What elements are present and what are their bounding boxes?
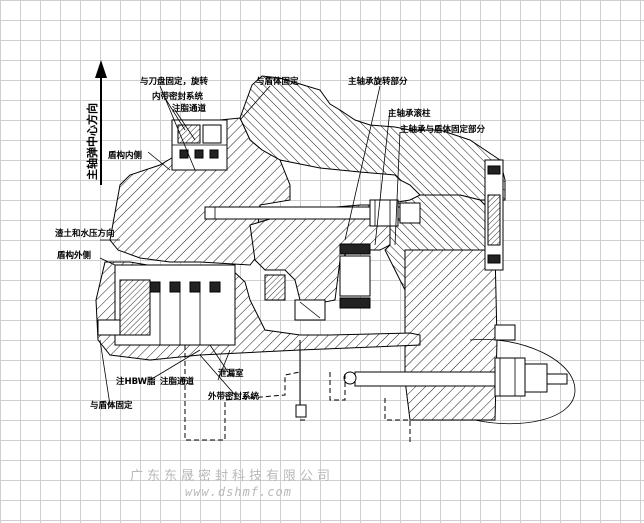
label-grease-inject: 注脂通道 (172, 103, 207, 114)
label-tool-magazine: 与刀盘固定，旋转 (140, 76, 209, 87)
bearing-rollers (264, 243, 371, 321)
top-bolt (204, 199, 421, 227)
label-bearing-rotating: 主轴承旋转部分 (348, 76, 408, 87)
bottom-bolt (343, 338, 576, 425)
label-hbw-inject: 注HBW脂 (116, 376, 156, 387)
direction-arrow (95, 60, 107, 185)
watermark-url: www.dshmf.com (185, 485, 292, 499)
dashed-outline (184, 340, 411, 445)
right-flange (484, 159, 516, 341)
label-casing-outer: 盾构外侧 (57, 250, 92, 261)
lower-seal-block (97, 264, 236, 346)
label-casing-inner: 盾构内侧 (108, 150, 143, 161)
label-bearing-roller: 主轴承滚柱 (388, 108, 431, 119)
watermark-company: 广东东晟密封科技有限公司 (130, 468, 334, 484)
label-grease-channel: 注脂通道 (160, 376, 195, 387)
label-bearing-fixed: 主轴承与盾体固定部分 (400, 124, 486, 135)
label-inner-seal: 内带密封系统 (152, 91, 204, 102)
label-soil-water: 渣土和水压方向 (55, 228, 115, 239)
label-outer-seal: 外带密封系统 (207, 391, 260, 402)
label-leak-chamber: 泄漏室 (218, 368, 244, 379)
leader-lines (99, 85, 401, 406)
label-fixed-shell-bottom: 与盾体固定 (90, 400, 133, 411)
upper-seal-block (171, 119, 228, 171)
label-fixed-shell-top: 与盾体固定 (256, 76, 299, 87)
direction-label: 主轴弹中心方向 (85, 103, 99, 180)
